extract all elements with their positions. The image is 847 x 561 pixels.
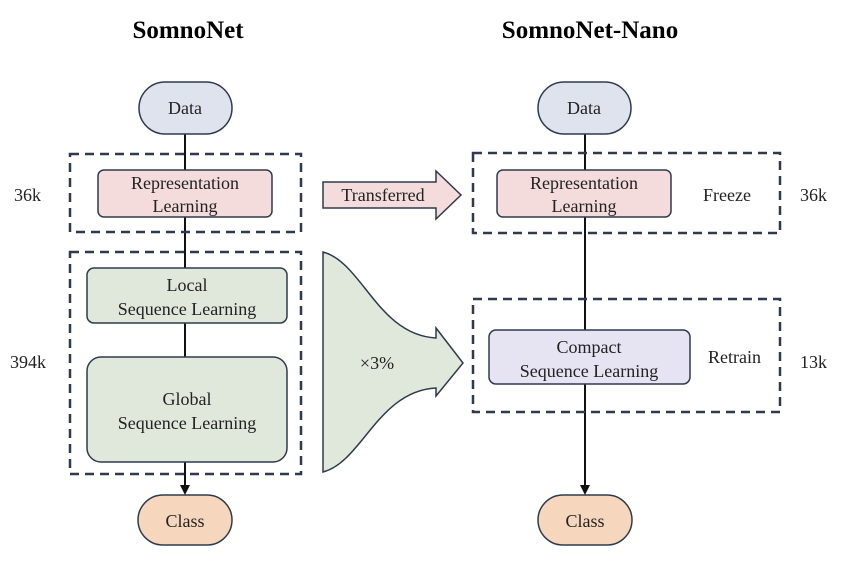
retrain-label: Retrain [708, 347, 761, 367]
left-title: SomnoNet [132, 17, 244, 44]
right-data-node [537, 81, 632, 135]
left-global-sequence-node [86, 356, 288, 463]
left-local-line1: Local [167, 275, 208, 295]
transferred-label: Transferred [341, 185, 424, 205]
left-params-seq: 394k [10, 352, 46, 372]
left-local-line2: Sequence Learning [118, 299, 256, 319]
left-params-rep: 36k [14, 185, 41, 205]
right-seq-group [471, 297, 782, 414]
left-data-label: Data [168, 98, 202, 118]
right-compact-line2: Sequence Learning [520, 361, 658, 381]
left-class-node [137, 494, 233, 546]
left-class-label: Class [165, 511, 204, 531]
freeze-label: Freeze [703, 185, 751, 205]
left-local-sequence-node [86, 267, 288, 324]
right-representation-line1: Representation [530, 173, 638, 193]
right-representation-line2: Learning [552, 196, 617, 216]
right-compact-sequence-node [488, 329, 691, 385]
right-class-node [537, 494, 633, 546]
right-title: SomnoNet-Nano [502, 17, 678, 44]
right-params-rep: 36k [800, 185, 827, 205]
right-representation-node [496, 169, 672, 218]
transferred-arrow [322, 169, 463, 221]
left-representation-node [97, 169, 273, 218]
left-seq-group [68, 250, 303, 476]
right-rep-group [471, 151, 782, 235]
compression-label: ×3% [360, 353, 394, 373]
right-class-label: Class [565, 511, 604, 531]
right-params-seq: 13k [800, 352, 827, 372]
left-representation-line1: Representation [131, 173, 239, 193]
right-data-label: Data [567, 98, 601, 118]
right-compact-line1: Compact [557, 337, 622, 357]
left-global-line1: Global [163, 389, 212, 409]
left-rep-group [68, 152, 303, 234]
left-representation-line2: Learning [153, 196, 218, 216]
compression-funnel-arrow [322, 251, 464, 473]
left-global-line2: Sequence Learning [118, 413, 256, 433]
left-data-node [138, 81, 233, 135]
